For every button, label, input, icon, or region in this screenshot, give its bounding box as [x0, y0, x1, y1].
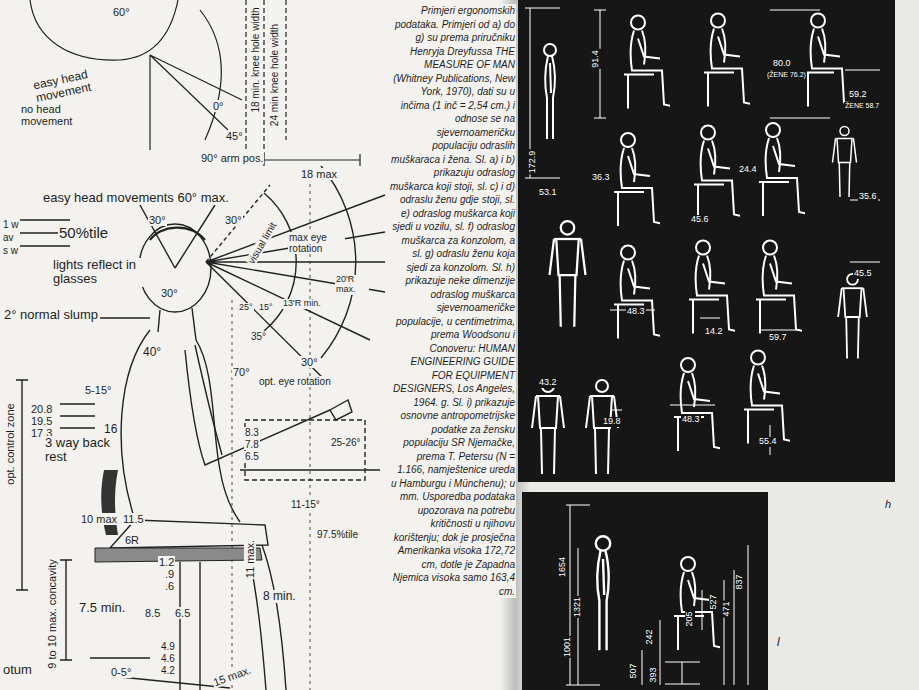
figure-letter: l	[776, 636, 781, 649]
dimension-number: 14.2	[704, 327, 724, 337]
figure-letter: h	[884, 498, 892, 510]
dimension-number: 80.0	[772, 59, 792, 69]
dimension-number: 45.6	[690, 215, 710, 225]
dimension-number: 59.7	[768, 333, 788, 343]
annotation-label: 20'R max.	[335, 275, 369, 295]
annotation-label: 1.2	[158, 556, 175, 568]
annotation-label: 18 min. knee hole width	[250, 6, 261, 113]
annotation-label: 30°	[300, 356, 319, 368]
annotation-label: 7.8	[244, 439, 260, 450]
dimension-number: (ŽENE 76.2)	[766, 71, 807, 79]
annotation-label: 6.5	[244, 451, 260, 462]
dimension-number: 91.4	[591, 49, 601, 69]
dimension-number: 19.8	[602, 417, 622, 427]
dimension-number: 205	[685, 610, 695, 627]
annotation-label: s w	[2, 245, 19, 256]
dimension-number: 527	[709, 593, 719, 610]
annotation-label: 11.5	[122, 513, 145, 525]
annotation-label: 4.2	[160, 665, 176, 676]
dimension-number: 53.1	[538, 188, 558, 198]
dimension-number: 471	[722, 600, 732, 617]
annotation-label: 24 min knee hole width	[269, 23, 280, 127]
dimension-number: 172.9	[528, 150, 538, 175]
dimension-number: 48.3	[626, 307, 646, 317]
dimension-number: 55.4	[758, 437, 778, 447]
dimension-number: 36.3	[591, 173, 611, 183]
annotation-label: max eye rotation	[288, 232, 345, 254]
dimension-number: 59.2	[848, 90, 868, 100]
annotation-label: 60°	[112, 6, 131, 18]
annotation-label: 70°	[232, 366, 251, 378]
annotation-label: easy head movement	[31, 62, 119, 105]
annotation-label: 40°	[142, 346, 162, 359]
dimension-number: 24.4	[738, 165, 758, 175]
dimension-number: 1654	[558, 556, 568, 578]
annotation-label: 25-26°	[330, 437, 362, 448]
annotation-label: 30°	[160, 287, 179, 299]
annotation-label: 11 max.	[244, 539, 256, 579]
annotation-label: 6.5	[174, 607, 191, 619]
annotation-label: 5-15°	[84, 384, 112, 396]
dimension-number: 393	[649, 666, 659, 683]
annotation-label: 30°	[224, 214, 243, 226]
annotation-label: 16	[103, 423, 118, 436]
annotation-label: otum	[2, 663, 33, 677]
annotation-label: 10 max	[80, 513, 118, 525]
annotation-label: visual limit	[245, 219, 279, 266]
annotation-label: opt. eye rotation	[258, 376, 332, 387]
annotation-label: 15°	[258, 303, 274, 313]
dimension-number: 837	[735, 573, 745, 590]
annotation-label: 8.5	[144, 607, 161, 619]
annotation-label: 2° normal slump	[3, 308, 99, 322]
annotation-label: .6	[164, 580, 175, 592]
annotation-label: 45°	[225, 130, 244, 142]
annotation-label: easy head movements 60° max.	[42, 191, 230, 205]
annotation-label: 90° arm pos.	[200, 152, 264, 164]
dimension-number: 45.5	[853, 269, 873, 279]
body-text: Primjeri ergonomskih podataka. Primjeri …	[388, 4, 516, 598]
annotation-label: 18 max	[300, 168, 338, 180]
dimension-number: 43.2	[538, 378, 558, 388]
annotation-label: lights reflect in glasses	[52, 258, 164, 287]
annotation-label: opt. control zone	[4, 402, 16, 485]
annotation-label: 8 min.	[262, 590, 297, 603]
annotation-label: 50%tile	[58, 225, 109, 242]
annotation-label: 8.3	[244, 427, 260, 438]
annotation-label: av	[2, 232, 15, 243]
dimension-number: 48.3	[681, 415, 701, 425]
annotation-label: 13'R min.	[282, 299, 324, 309]
annotation-label: no head movement	[20, 103, 97, 127]
annotation-label: 6R	[124, 534, 140, 546]
annotation-label: 0-5°	[110, 666, 132, 678]
annotation-label: 20.8	[30, 403, 53, 415]
dimension-number: 242	[645, 628, 655, 645]
annotation-label: 19.5	[30, 415, 53, 427]
annotation-label: 0°	[212, 100, 225, 112]
annotation-label: 11-15°	[290, 499, 321, 510]
annotation-label: 3 way back rest	[44, 436, 114, 465]
annotation-label: 30°	[148, 214, 167, 226]
annotation-label: 25°	[238, 303, 254, 313]
annotation-label: 1 w	[2, 219, 20, 230]
dimension-number: ŽENE 58.7	[844, 102, 880, 110]
dimension-number: 1321	[573, 596, 583, 618]
annotation-label: 15 max.	[211, 663, 254, 688]
annotation-label: 4.6	[160, 653, 176, 664]
annotation-label: 97.5%tile	[316, 529, 359, 540]
annotation-label: 4.9	[160, 641, 176, 652]
annotation-label: 7.5 min.	[78, 601, 126, 615]
dimension-number: 1001	[563, 636, 573, 658]
annotation-label: 35°	[250, 331, 267, 342]
dimension-number: 35.6	[858, 192, 878, 202]
dimension-number: 507	[629, 662, 639, 679]
annotation-label: .9	[164, 568, 175, 580]
annotation-label: 9 to 10 max. concavity	[46, 558, 58, 669]
